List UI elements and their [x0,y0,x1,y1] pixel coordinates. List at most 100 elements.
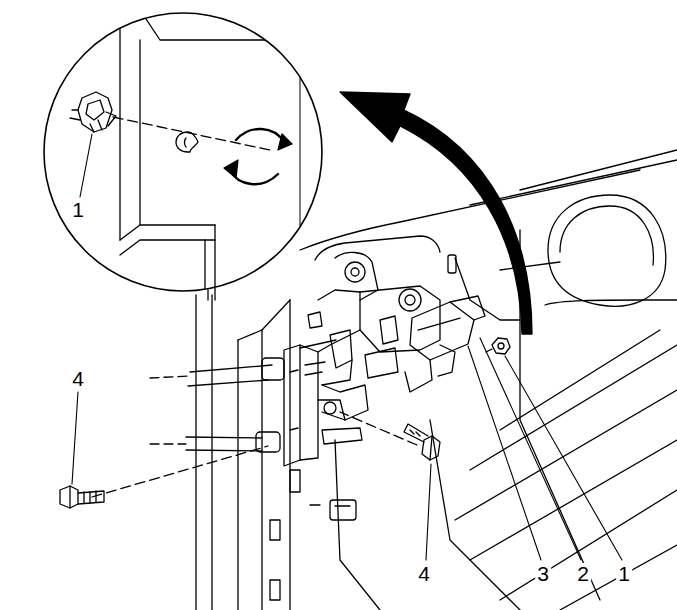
door-end-face [195,295,196,610]
detail-inset [224,160,238,178]
door-panel [560,206,653,265]
door-panel [548,195,666,306]
door-latch [300,345,318,460]
detail-inset [204,240,205,300]
door-latch [300,340,336,348]
detail-inset [120,240,215,300]
leader-line [468,346,541,560]
detail-inset [113,10,340,300]
door-panel [455,390,677,520]
door-panel [335,505,350,506]
nut [486,349,492,352]
bolt [422,436,440,460]
door-panel [448,255,456,273]
detail-inset [176,132,198,152]
bolt [60,486,104,508]
detail-inset [208,288,215,300]
door-latch [322,428,362,444]
bolt [78,491,104,504]
direction-arrow [340,92,532,334]
leader-line [426,464,431,560]
door-latch [399,289,421,311]
detail-inset [44,13,322,291]
door-end-face [196,295,290,610]
bolt [84,491,96,503]
detail-inset [120,225,215,240]
door-latch [284,252,485,466]
door-latch [351,268,359,276]
door-latch [405,360,432,392]
door-end-face [270,520,280,540]
detail-inset [185,138,187,147]
leader-line [72,392,78,484]
leader-line [505,356,622,560]
door-latch [330,330,352,368]
latch-rods [150,443,186,444]
nut [492,338,510,354]
callout-number: 4 [70,368,86,390]
door-panel [290,150,677,610]
detail-inset [86,100,104,120]
door-end-face [262,300,290,330]
door-panel [545,300,677,305]
bolt [410,430,420,436]
door-end-face [237,340,238,610]
leader-line [80,134,92,197]
callout-number: 1 [616,563,632,585]
latch-rods [190,365,272,372]
door-panel [470,440,677,560]
door-panel [330,500,356,520]
detail-inset [90,120,102,132]
door-latch [438,345,455,376]
detail-inset [106,112,116,126]
bolt [60,486,78,508]
door-panel [500,262,560,270]
door-latch [308,312,322,328]
bolt [430,436,432,460]
latch-rods [150,376,188,378]
door-latch [335,252,378,300]
callout-number: 2 [575,563,591,585]
door-panel [500,490,677,600]
door-latch [322,360,352,385]
door-end-face [238,330,262,340]
door-latch [380,316,398,344]
bolt [404,424,428,442]
detail-inset [139,40,140,225]
door-latch [324,402,336,414]
door-latch [450,296,485,320]
leader-line [72,134,622,560]
door-panel [315,236,440,260]
door-panel [520,150,677,190]
callout-number: 1 [70,199,86,221]
detail-inset [236,129,284,142]
leader-line [480,338,581,560]
bolt [404,424,440,460]
door-latch [365,348,398,378]
door-latch [360,286,440,352]
door-latch [405,295,415,305]
door-panel [470,160,677,205]
latch-rods [186,437,262,438]
door-latch [290,370,298,430]
door-panel [335,440,380,610]
door-panel [310,504,320,505]
door-latch [305,362,325,375]
detail-inset [214,225,215,240]
door-latch [345,262,365,282]
latch-rods [92,365,417,497]
detail-inset [119,10,120,240]
detail-inset [44,10,340,300]
detail-inset [70,110,80,120]
door-latch [284,345,300,466]
door-end-face [211,295,212,610]
door-latch [418,318,460,330]
door-panel [455,258,520,320]
latch-rods [188,380,268,386]
bolt [69,486,70,508]
door-panel [290,470,300,492]
door-end-face [289,300,290,610]
